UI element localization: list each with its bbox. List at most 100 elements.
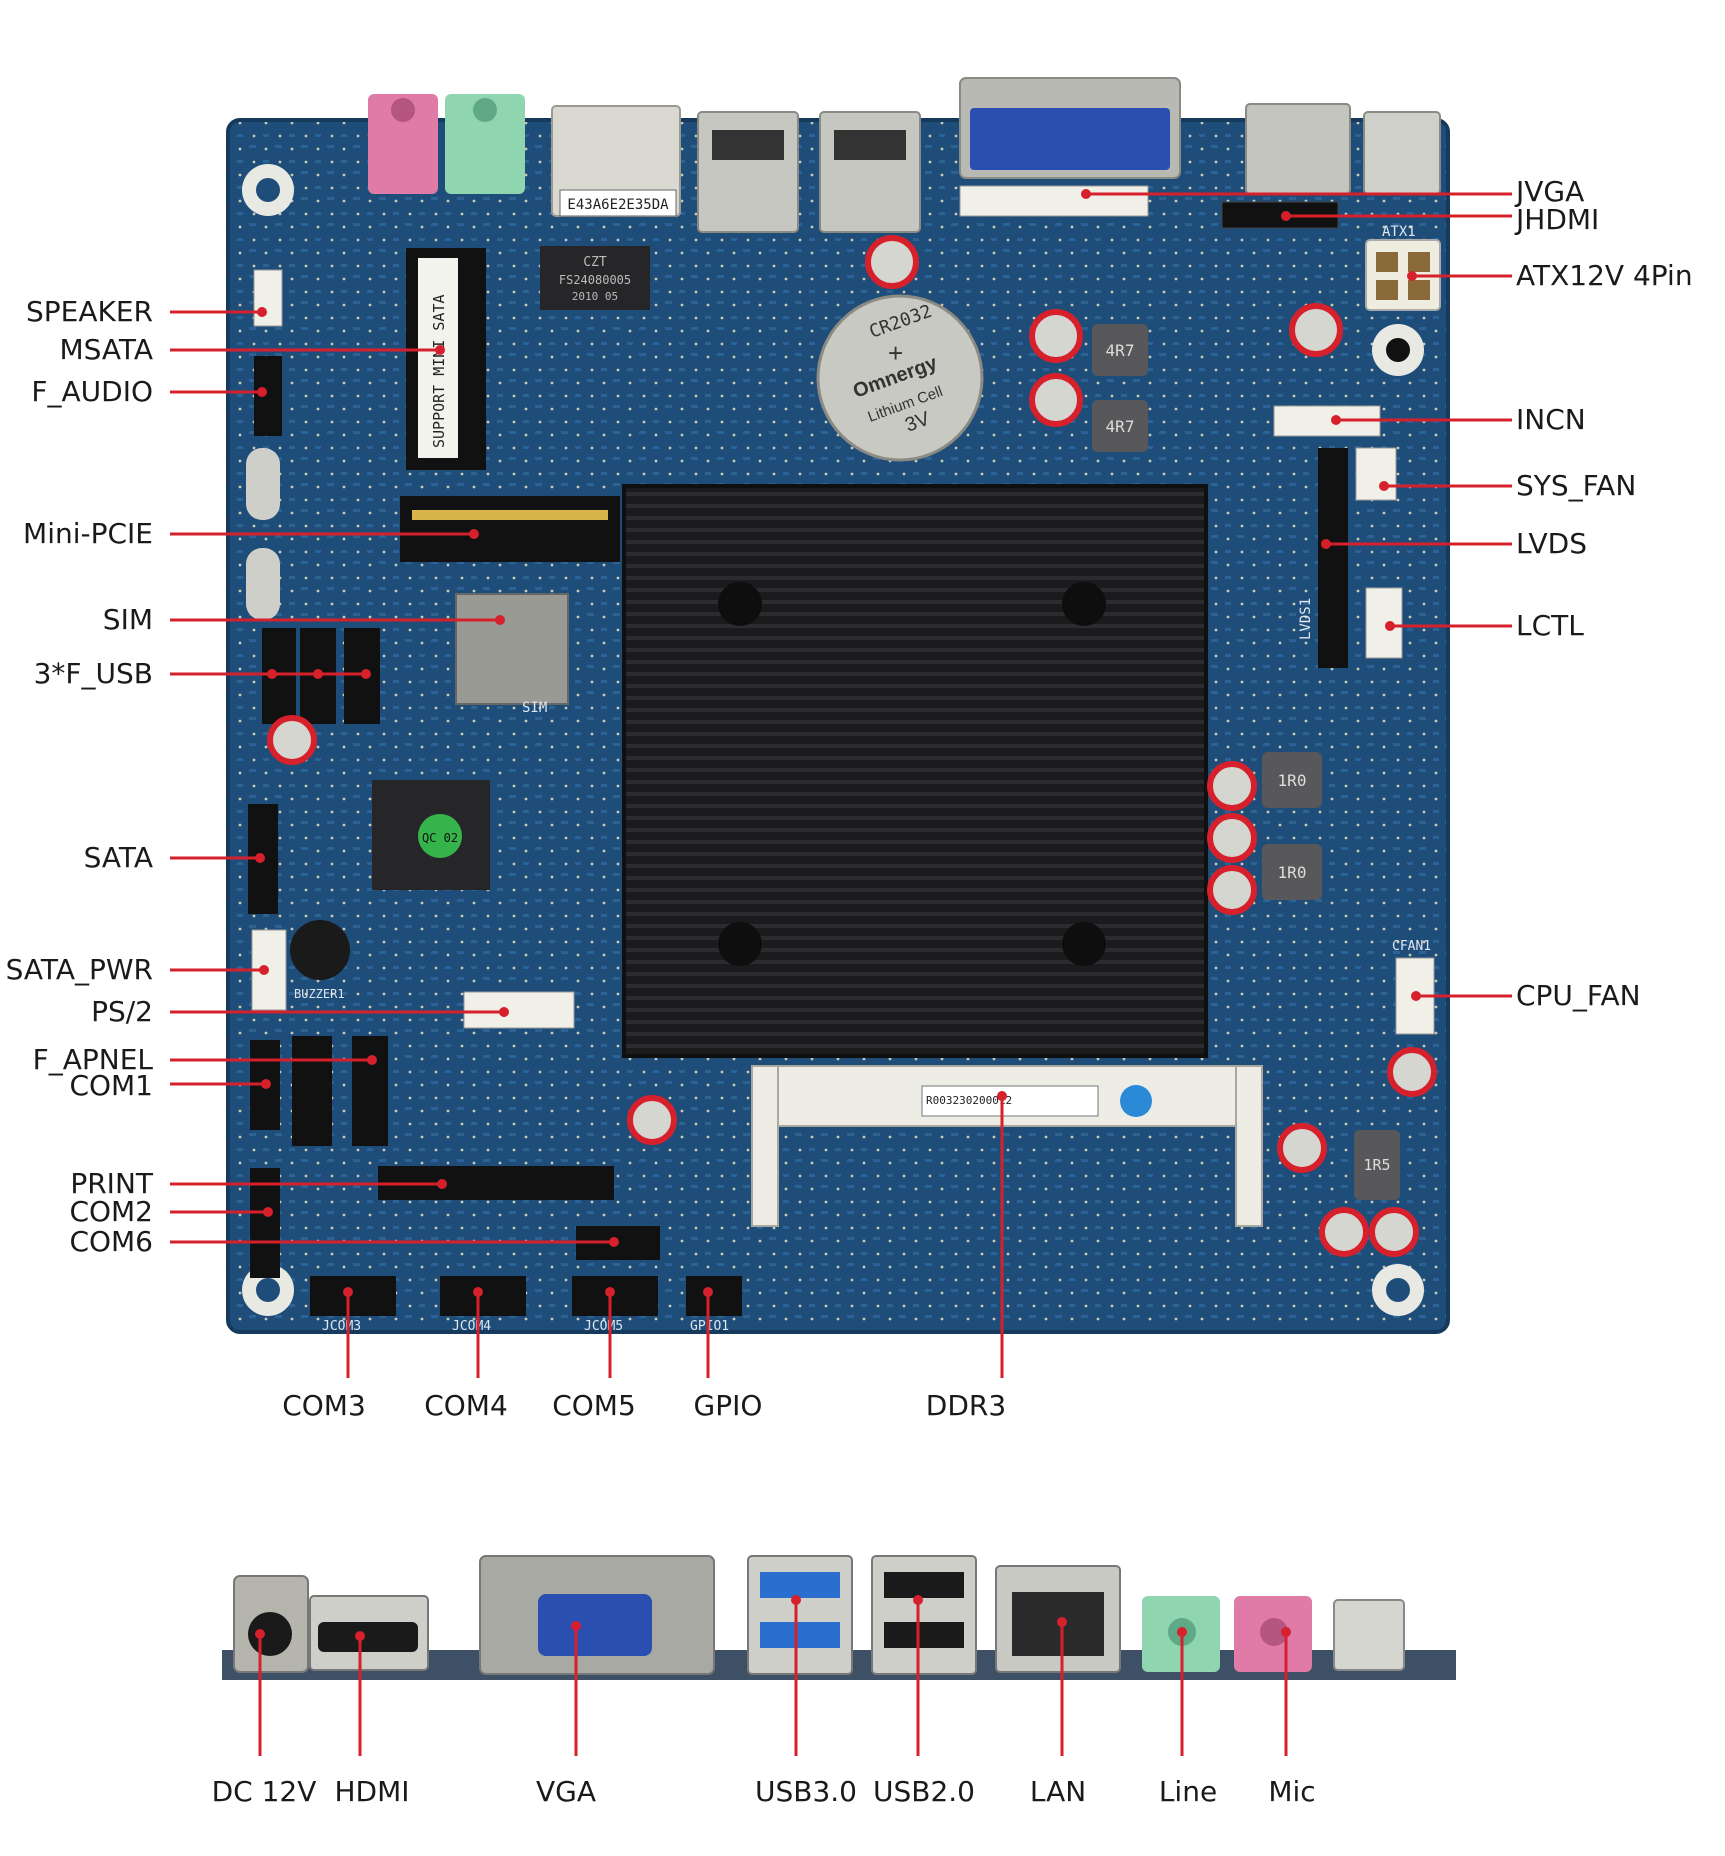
atx-pin-icon xyxy=(1376,280,1398,300)
battery xyxy=(816,294,984,462)
leader-dot-icon xyxy=(1379,481,1389,491)
battery-plus-icon: + xyxy=(888,338,903,368)
label-jvga: JVGA xyxy=(1516,175,1585,208)
label-lan: LAN xyxy=(1029,1775,1087,1808)
board-top: E43A6E2E35DA ATX1 CZT FS24080005 2010 05… xyxy=(226,77,1450,1334)
line-jack xyxy=(445,94,525,194)
silk-jcom3: JCOM3 xyxy=(322,1319,361,1334)
capacitor-icon xyxy=(1319,1207,1369,1257)
label-atx: ATX12V 4Pin xyxy=(1516,259,1693,292)
ddr3-slot-arm-right xyxy=(1235,1065,1263,1227)
label-com1: COM1 xyxy=(69,1069,153,1102)
leader-dot-icon xyxy=(313,669,323,679)
leader-lines-io xyxy=(258,1600,1288,1756)
leader-dot-icon xyxy=(259,965,269,975)
label-print: PRINT xyxy=(70,1167,153,1200)
label-msata: MSATA xyxy=(59,333,153,366)
leader-dot-icon xyxy=(257,387,267,397)
leader-dot-icon xyxy=(361,669,371,679)
leader-dot-icon xyxy=(1385,621,1395,631)
io-usb3-slot-a xyxy=(760,1572,840,1598)
heatsink-screw-icon xyxy=(1062,582,1106,626)
lan-chip-brand: CZT xyxy=(583,255,607,270)
usb-port-b-slot xyxy=(834,130,906,160)
leader-dot-icon xyxy=(1331,415,1341,425)
leader-dot-icon xyxy=(1177,1627,1187,1637)
io-vga-body xyxy=(538,1594,652,1656)
lan-chip-model: FS24080005 xyxy=(559,273,631,287)
label-cpu-fan: CPU_FAN xyxy=(1516,979,1641,1012)
inductor xyxy=(1354,1130,1400,1200)
io-hdmi-slot xyxy=(318,1622,418,1652)
label-ps2: PS/2 xyxy=(91,995,153,1028)
inductor xyxy=(1092,324,1148,376)
com1-header-b xyxy=(352,1036,388,1146)
silk-sim: SIM xyxy=(522,700,547,716)
jvga-header xyxy=(959,185,1149,217)
label-gpio: GPIO xyxy=(693,1389,763,1422)
lan-chip-date: 2010 05 xyxy=(572,290,618,303)
label-sim: SIM xyxy=(102,603,153,636)
leader-dot-icon xyxy=(267,669,277,679)
label-speaker: SPEAKER xyxy=(25,295,153,328)
dc-jack-top xyxy=(1363,111,1441,195)
label-sata: SATA xyxy=(83,841,153,874)
label-sys-fan: SYS_FAN xyxy=(1516,469,1637,502)
inductor-label: 4R7 xyxy=(1106,341,1135,360)
lan-chip xyxy=(540,246,650,310)
leader-dot-icon xyxy=(1281,1627,1291,1637)
leader-dot-icon xyxy=(1081,189,1091,199)
leader-dot-icon xyxy=(1321,539,1331,549)
sys-fan-header xyxy=(1355,447,1397,501)
label-com4: COM4 xyxy=(424,1389,508,1422)
label-line: Line xyxy=(1158,1775,1218,1808)
leader-dots-io xyxy=(255,1595,1291,1641)
inductor-label: 1R0 xyxy=(1278,771,1307,790)
leader-dot-icon xyxy=(913,1595,923,1605)
leader-dot-icon xyxy=(499,1007,509,1017)
f-audio-header xyxy=(254,356,282,436)
msata-silk: SUPPORT MINI SATA xyxy=(430,294,448,448)
leader-dot-icon xyxy=(437,1179,447,1189)
ddr3-sticker xyxy=(921,1085,1099,1117)
leader-dot-icon xyxy=(571,1621,581,1631)
usb-port-a-slot xyxy=(712,130,784,160)
leader-dot-icon xyxy=(469,529,479,539)
leader-dot-icon xyxy=(703,1287,713,1297)
leader-dot-icon xyxy=(791,1595,801,1605)
gpio-header xyxy=(686,1276,742,1316)
com2-header xyxy=(250,1168,280,1278)
label-jhdmi: JHDMI xyxy=(1516,203,1600,236)
line-jack-hole-icon xyxy=(473,98,497,122)
silk-buzzer: BUZZER1 xyxy=(294,987,345,1001)
label-sata-pwr: SATA_PWR xyxy=(5,953,153,986)
leader-dot-icon xyxy=(255,853,265,863)
label-com2: COM2 xyxy=(69,1195,153,1228)
label-mini-pcie: Mini-PCIE xyxy=(23,517,153,550)
io-misc-connector xyxy=(1333,1599,1405,1671)
lvds-header xyxy=(1318,448,1348,668)
label-lvds: LVDS xyxy=(1516,527,1588,560)
ps2-header xyxy=(463,991,575,1029)
mac-sticker-text: E43A6E2E35DA xyxy=(567,197,669,213)
mounting-hole-icon xyxy=(1372,1264,1424,1316)
com1-header xyxy=(292,1036,332,1146)
heatsink-screw-icon xyxy=(1062,922,1106,966)
capacitor-icon xyxy=(1207,813,1257,863)
capacitor-icon xyxy=(1289,303,1343,357)
label-com6: COM6 xyxy=(69,1225,153,1258)
capacitor-icon xyxy=(1207,761,1257,811)
leader-lines-top xyxy=(170,192,1512,1378)
jcom4-header xyxy=(440,1276,526,1316)
label-dc12v: DC 12V xyxy=(211,1775,317,1808)
leader-dot-icon xyxy=(1411,991,1421,1001)
label-lctl: LCTL xyxy=(1516,609,1584,642)
msata-slot-label xyxy=(418,258,458,458)
leader-dot-icon xyxy=(473,1287,483,1297)
mini-pcie-slot xyxy=(400,496,620,562)
ddr3-dot-icon xyxy=(1120,1085,1152,1117)
lctl-header xyxy=(1365,587,1403,659)
speaker-header xyxy=(253,269,283,327)
label-com5: COM5 xyxy=(552,1389,636,1422)
mini-pcie-contacts xyxy=(412,510,608,520)
